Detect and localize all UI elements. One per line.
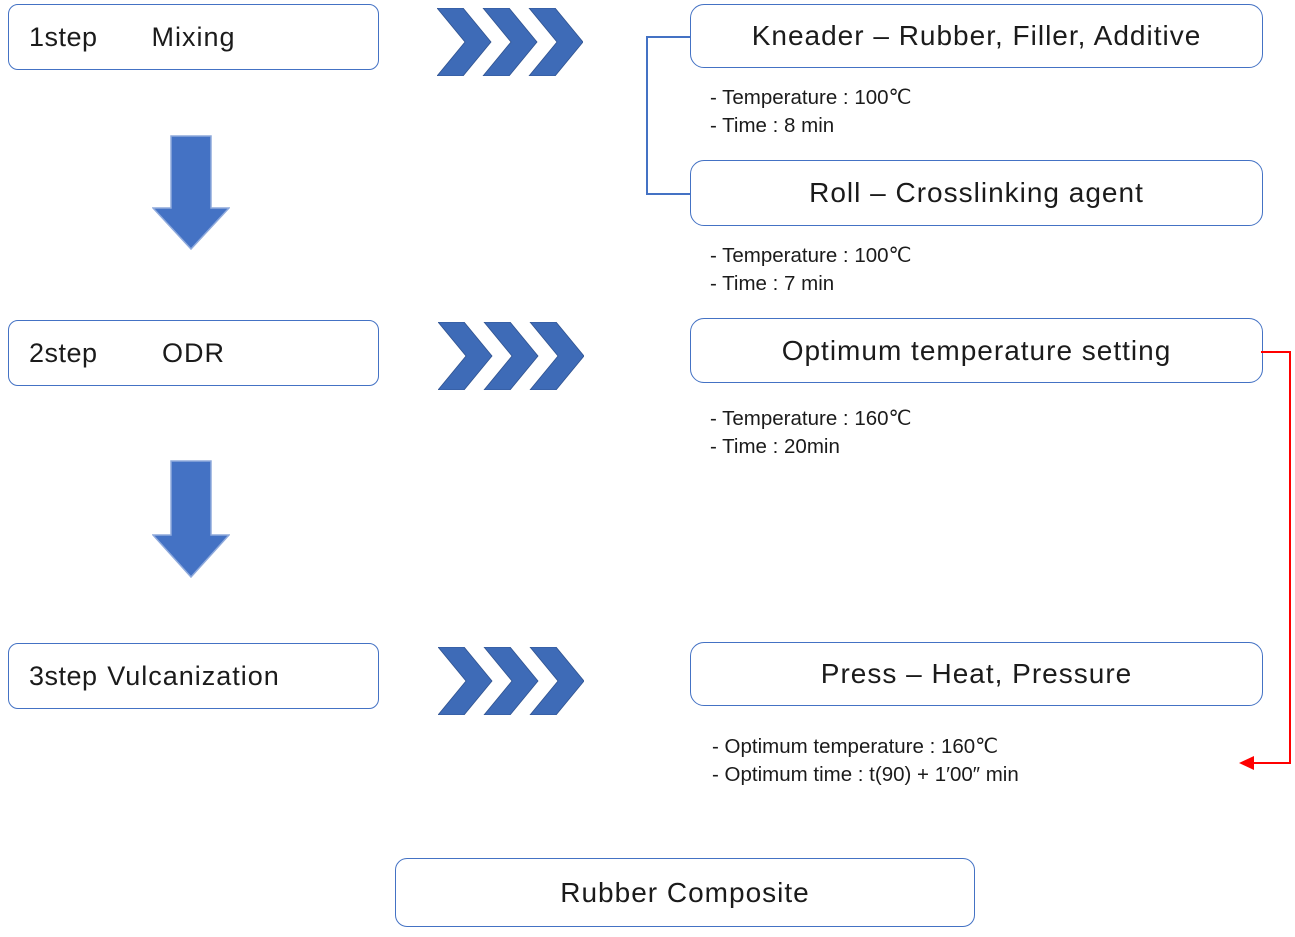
odr-note-time: - Time : 20min bbox=[710, 435, 840, 458]
step1-number: 1step bbox=[29, 21, 98, 52]
bracket-connector-top bbox=[646, 36, 690, 38]
down-arrow-icon bbox=[152, 135, 230, 250]
press-box: Press – Heat, Pressure bbox=[690, 642, 1263, 706]
feedback-arrow-stub bbox=[1261, 351, 1291, 353]
chevron-arrows-icon bbox=[438, 322, 584, 390]
odr-notes: - Temperature : 160℃ - Time : 20min bbox=[710, 405, 912, 461]
down-arrow-icon bbox=[152, 460, 230, 578]
roll-notes: - Temperature : 100℃ - Time : 7 min bbox=[710, 242, 912, 298]
press-notes: - Optimum temperature : 160℃ - Optimum t… bbox=[712, 733, 1019, 789]
roll-note-time: - Time : 7 min bbox=[710, 272, 835, 295]
kneader-title: Kneader – Rubber, Filler, Additive bbox=[751, 20, 1202, 51]
bracket-connector-vertical bbox=[646, 36, 648, 195]
chevron-arrows-icon bbox=[437, 8, 583, 76]
kneader-notes: - Temperature : 100℃ - Time : 8 min bbox=[710, 84, 912, 140]
kneader-box: Kneader – Rubber, Filler, Additive bbox=[690, 4, 1263, 68]
step2-box: 2step ODR bbox=[8, 320, 379, 386]
roll-box: Roll – Crosslinking agent bbox=[690, 160, 1263, 226]
step3-name: Vulcanization bbox=[107, 660, 280, 691]
bracket-connector-bottom bbox=[646, 193, 690, 195]
odr-process-box: Optimum temperature setting bbox=[690, 318, 1263, 383]
feedback-arrow-vertical bbox=[1289, 351, 1291, 763]
step3-box: 3step Vulcanization bbox=[8, 643, 379, 709]
roll-title: Roll – Crosslinking agent bbox=[809, 177, 1144, 208]
step3-number: 3step bbox=[29, 660, 98, 691]
odr-note-temperature: - Temperature : 160℃ bbox=[710, 407, 912, 430]
press-note-temperature: - Optimum temperature : 160℃ bbox=[712, 735, 999, 758]
step1-name: Mixing bbox=[151, 21, 236, 52]
chevron-arrows-icon bbox=[438, 647, 584, 715]
kneader-note-time: - Time : 8 min bbox=[710, 114, 835, 137]
roll-note-temperature: - Temperature : 100℃ bbox=[710, 244, 912, 267]
step2-name: ODR bbox=[162, 337, 225, 368]
press-note-time: - Optimum time : t(90) + 1′00″ min bbox=[712, 763, 1019, 786]
result-title: Rubber Composite bbox=[560, 876, 810, 908]
feedback-arrow-horizontal bbox=[1253, 762, 1291, 764]
feedback-arrowhead-icon bbox=[1239, 756, 1254, 770]
kneader-note-temperature: - Temperature : 100℃ bbox=[710, 86, 912, 109]
press-title: Press – Heat, Pressure bbox=[820, 658, 1133, 689]
result-box: Rubber Composite bbox=[395, 858, 975, 927]
step2-number: 2step bbox=[29, 337, 98, 368]
odr-process-title: Optimum temperature setting bbox=[781, 334, 1172, 366]
step1-box: 1step Mixing bbox=[8, 4, 379, 70]
